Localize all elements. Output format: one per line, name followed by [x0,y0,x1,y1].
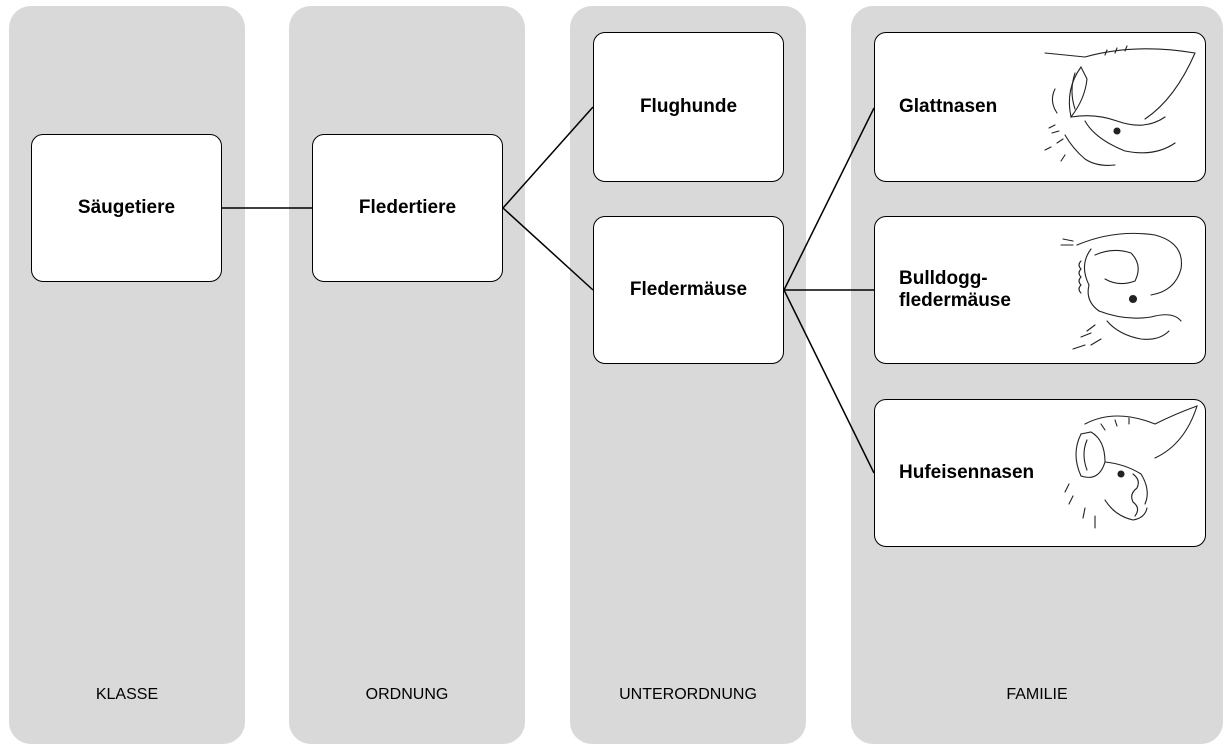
node-label-glattnasen: Glattnasen [899,96,998,118]
column-label-ordnung: ORDNUNG [365,686,449,703]
node-label-saeugetiere: Säugetiere [77,197,176,219]
connector-fledermaeuse-glattnasen [783,107,875,291]
node-bulldoggfledermaeuse: Bulldogg- fledermäuse [874,216,1206,364]
bat-head-sketch-icon [1064,405,1198,529]
connector-fledermaeuse-hufeisennasen [783,289,875,474]
node-label-hufeisennasen: Hufeisennasen [899,462,1035,484]
node-hufeisennasen: Hufeisennasen [874,399,1206,547]
node-flughunde: Flughunde [593,32,784,182]
column-label-klasse: KLASSE [95,686,159,703]
node-label-flughunde: Flughunde [639,96,738,118]
column-ordnung: ORDNUNG [289,6,525,744]
node-fledermaeuse: Fledermäuse [593,216,784,364]
node-label-fledermaeuse: Fledermäuse [629,279,748,301]
node-saeugetiere: Säugetiere [31,134,222,282]
node-glattnasen: Glattnasen [874,32,1206,182]
node-fledertiere: Fledertiere [312,134,503,282]
node-label-bulldoggfledermaeuse: Bulldogg- fledermäuse [899,268,1011,311]
connector-fledertiere-flughunde [502,106,594,209]
node-label-fledertiere: Fledertiere [358,197,457,219]
column-label-unterordnung: UNTERORDNUNG [619,686,757,703]
column-klasse: KLASSE [9,6,245,744]
column-label-familie: FAMILIE [1006,686,1068,703]
bat-head-sketch-icon [1060,232,1183,350]
bat-head-sketch-icon [1044,45,1196,166]
connector-fledertiere-fledermaeuse [502,207,594,291]
